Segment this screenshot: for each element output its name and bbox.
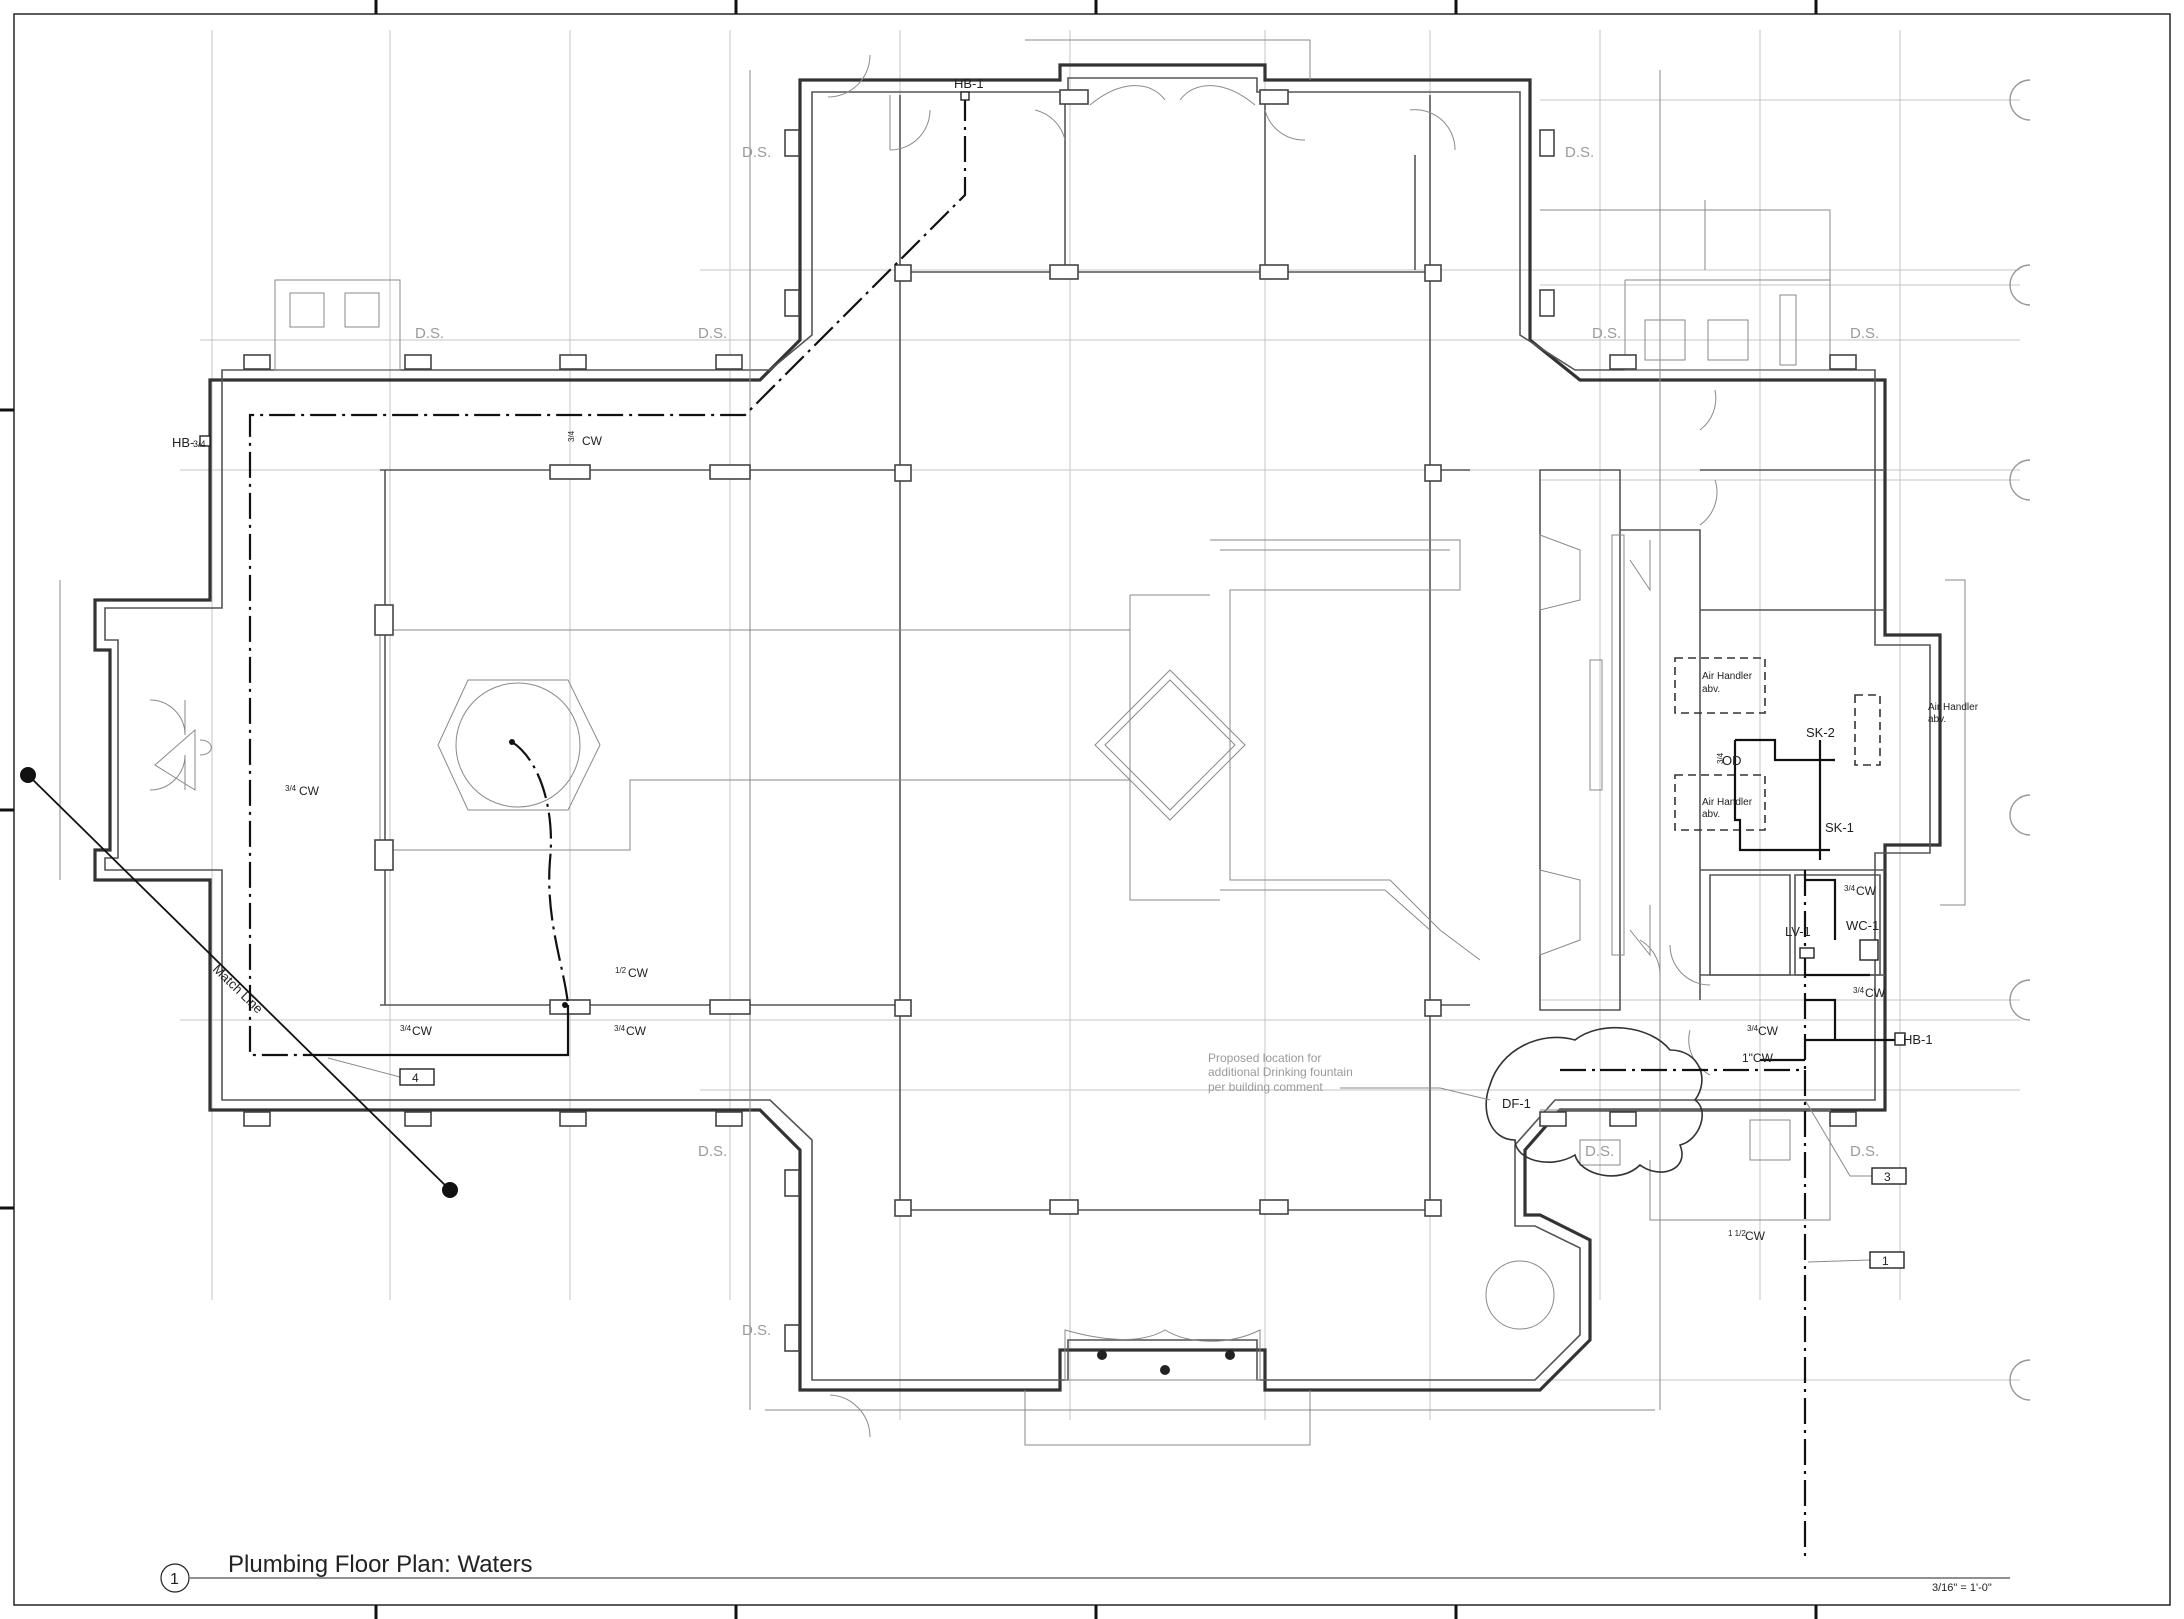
callout-number: 4	[412, 1071, 419, 1085]
hb-left-label: HB-	[172, 435, 194, 450]
pipe-frac: 3/4	[1853, 986, 1865, 995]
view-number-circle	[160, 1563, 190, 1593]
sk1-label: SK-1	[1825, 820, 1854, 835]
pipe-frac: 1 1/2	[1728, 1229, 1746, 1238]
pipe-size-label: CW	[628, 966, 649, 980]
pipe-frac: 3/4	[285, 784, 297, 793]
air-handler-2-label: Air Handler	[1702, 797, 1753, 808]
hb-left-size: 3/4	[193, 439, 206, 449]
callout-number: 3	[1884, 1170, 1891, 1184]
pipe-frac: 3/4	[1747, 1024, 1759, 1033]
door-swings	[149, 54, 1718, 1438]
match-line-label: Match Line	[210, 961, 266, 1016]
air-handler-1-box	[1674, 657, 1766, 714]
pipe-frac: 1/2	[615, 966, 627, 975]
match-line: Match Line	[20, 767, 458, 1198]
exterior-walls	[93, 63, 1942, 1392]
pipe-frac: 3/4	[614, 1024, 626, 1033]
hexagon-feature	[437, 679, 601, 811]
ds-label: D.S.	[742, 144, 771, 161]
air-handler-3-label: Air Handler	[1928, 702, 1979, 713]
diamond-feature	[1094, 669, 1246, 821]
wc1-label: WC-1	[1846, 918, 1879, 933]
pipe-size-label: CW	[1865, 986, 1886, 1000]
pipe-frac: 3/4	[567, 430, 576, 442]
ds-label: D.S.	[742, 1322, 771, 1339]
pipe-size-label: CW	[1758, 1024, 1779, 1038]
border-ticks	[0, 0, 1818, 1619]
drawing-title: Plumbing Floor Plan: Waters	[228, 1551, 533, 1578]
structural-grid	[180, 30, 2020, 1420]
callout-tag	[399, 1068, 435, 1086]
pipe-size-label: CW	[626, 1024, 647, 1038]
callout-tag	[1871, 1167, 1907, 1185]
proposed-note-2: additional Drinking fountain	[1208, 1065, 1353, 1079]
title-block: 1 Plumbing Floor Plan: Waters 3/16" = 1'…	[160, 1551, 2010, 1594]
callout-number: 1	[1882, 1254, 1889, 1268]
air-handler-2-sub: abv.	[1702, 809, 1720, 820]
ds-label: D.S.	[698, 1143, 727, 1160]
plan-labels: HB-1 HB- 3/4 HB-1 D.S. D.S. D.S. D.S. D.…	[172, 76, 1979, 1339]
ds-label: D.S.	[1850, 1143, 1879, 1160]
hb1-top-label: HB-1	[954, 76, 984, 91]
pipe-size-label: CW	[412, 1024, 433, 1038]
stair-circle	[1485, 1260, 1555, 1330]
air-handler-1-label: Air Handler	[1702, 671, 1753, 682]
pipe-size-label: CW	[299, 784, 320, 798]
od-label: OD	[1722, 753, 1742, 768]
cold-water-piping	[248, 95, 1895, 1560]
air-handler-3-sub: abv.	[1928, 714, 1946, 725]
pipe-size-label: 1"CW	[1742, 1051, 1774, 1065]
pipe-frac: 3/4	[1844, 884, 1856, 893]
ds-label: D.S.	[1592, 325, 1621, 342]
ds-label: D.S.	[1565, 144, 1594, 161]
pipe-size-label: CW	[1856, 884, 1877, 898]
pipe-size-label: CW	[582, 434, 603, 448]
hb1-right-label: HB-1	[1903, 1032, 1933, 1047]
round-feature	[455, 682, 581, 808]
pipe-size-label: CW	[1745, 1229, 1766, 1243]
ds-label: D.S.	[1585, 1143, 1614, 1160]
callout-tag	[1869, 1251, 1905, 1269]
sk2-label: SK-2	[1806, 725, 1835, 740]
od-frac: 3/4	[1716, 752, 1725, 764]
drawing-scale: 3/16" = 1'-0"	[1932, 1582, 1992, 1594]
ds-label: D.S.	[415, 325, 444, 342]
sheet-border	[13, 13, 2171, 1606]
air-handlers	[1674, 657, 1881, 831]
air-handler-1-sub: abv.	[1702, 684, 1720, 695]
air-handler-2-box	[1674, 774, 1766, 831]
ds-label: D.S.	[698, 325, 727, 342]
callouts: 4 3 1	[327, 1057, 1907, 1269]
wall-columns	[243, 89, 1857, 1352]
grid-bubbles	[2009, 79, 2031, 1401]
proposed-note-3: per building comment	[1208, 1080, 1323, 1094]
revision-cloud	[1485, 1026, 1704, 1177]
ds-label: D.S.	[1850, 325, 1879, 342]
view-number: 1	[170, 1571, 179, 1588]
fixture-markers	[199, 91, 1906, 1046]
lv1-label: LV-1	[1785, 924, 1811, 939]
proposed-note-1: Proposed location for	[1208, 1051, 1321, 1065]
df1-label: DF-1	[1502, 1096, 1531, 1111]
air-handler-3-box	[1854, 694, 1881, 766]
interior-walls	[59, 39, 1966, 1446]
plan-details	[154, 85, 1797, 1381]
pipe-frac: 3/4	[400, 1024, 412, 1033]
